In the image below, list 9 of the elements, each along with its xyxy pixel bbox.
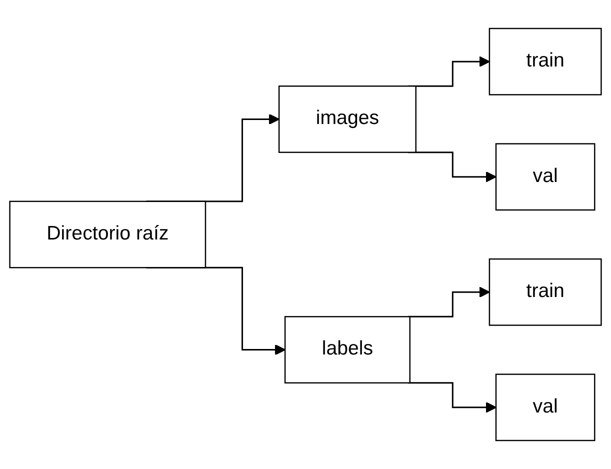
node-box: train (488, 258, 602, 326)
arrow (408, 286, 490, 318)
node-box: train (488, 28, 602, 96)
node-box: labels (284, 316, 410, 384)
node-box: images (278, 86, 416, 153)
node-box: Directorio raíz (9, 200, 206, 268)
node-box: val (495, 374, 596, 442)
node-box: val (495, 143, 596, 211)
arrow (408, 382, 496, 413)
